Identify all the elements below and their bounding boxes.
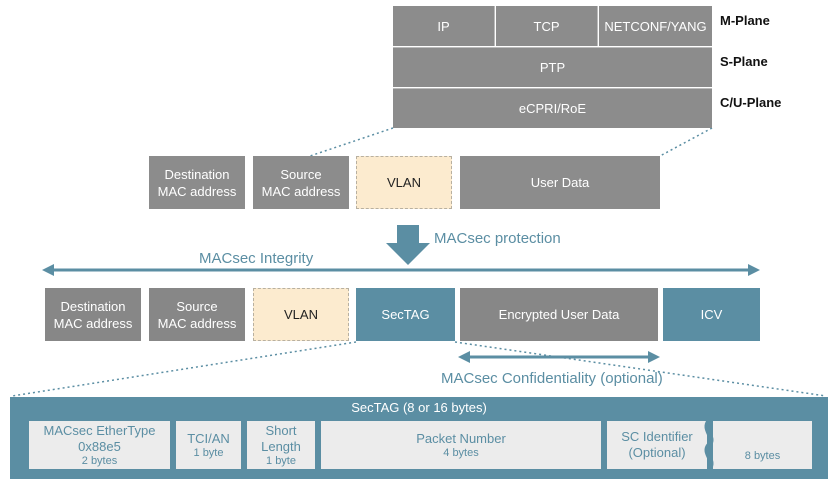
sc-identifier-name-line2: (Optional) <box>628 445 686 460</box>
sectag-field-tci-an: TCI/AN 1 byte <box>176 421 241 469</box>
plain-src-mac-line2: MAC address <box>261 183 341 199</box>
macsec-protection-label: MACsec protection <box>434 230 561 247</box>
sectag-field-short-length: Short Length 1 byte <box>247 421 315 469</box>
short-length-name-line2: Length <box>261 438 301 454</box>
plain-src-mac-box: Source MAC address <box>253 156 349 209</box>
s-plane-ptp-box: PTP <box>393 47 712 87</box>
plain-user-data-box: User Data <box>460 156 660 209</box>
m-plane-tcp-box: TCP <box>496 6 598 46</box>
macsec-icv-label: ICV <box>700 307 723 322</box>
plain-vlan-label: VLAN <box>387 175 421 190</box>
macsec-vlan-label: VLAN <box>284 307 318 322</box>
short-length-name-line1: Short <box>265 422 297 438</box>
m-plane-netconf-box: NETCONF/YANG <box>599 6 712 46</box>
s-plane-ptp-label: PTP <box>539 60 566 75</box>
dotted-line-left-lower <box>11 341 357 397</box>
plain-dest-mac-line2: MAC address <box>157 183 237 199</box>
macsec-dest-mac-line2: MAC address <box>53 315 133 331</box>
s-plane-label: S-Plane <box>720 54 768 69</box>
m-plane-tcp-label: TCP <box>533 18 560 34</box>
sectag-field-ethertype: MACsec EtherType 0x88e5 2 bytes <box>29 421 170 469</box>
ethertype-size: 2 bytes <box>81 454 118 467</box>
m-plane-label: M-Plane <box>720 13 770 28</box>
ethertype-name-line2: 0x88e5 <box>78 438 121 454</box>
sc-identifier-size: 8 bytes <box>744 450 781 462</box>
macsec-integrity-label: MACsec Integrity <box>199 250 314 267</box>
sc-identifier-name-line1: SC Identifier <box>621 429 693 444</box>
m-plane-netconf-label: NETCONF/YANG <box>604 18 707 34</box>
protection-down-arrow <box>386 225 430 265</box>
m-plane-ip-box: IP <box>393 6 495 46</box>
short-length-size: 1 byte <box>266 454 296 467</box>
plain-vlan-box: VLAN <box>356 156 452 209</box>
macsec-dest-mac-line1: Destination <box>60 298 126 314</box>
cu-plane-ecpri-box: eCPRI/RoE <box>393 88 712 128</box>
cu-plane-label: C/U-Plane <box>720 95 782 110</box>
macsec-encrypted-data-label: Encrypted User Data <box>498 307 620 322</box>
plain-dest-mac-box: Destination MAC address <box>149 156 245 209</box>
macsec-vlan-box: VLAN <box>253 288 349 341</box>
plain-src-mac-line1: Source <box>280 166 322 182</box>
sectag-field-sc-identifier: SC Identifier (Optional) <box>607 421 707 469</box>
macsec-icv-box: ICV <box>663 288 760 341</box>
m-plane-ip-label: IP <box>437 18 450 34</box>
tci-an-size: 1 byte <box>193 446 224 459</box>
ethertype-name-line1: MACsec EtherType <box>43 422 156 438</box>
macsec-confidentiality-label: MACsec Confidentiality (optional) <box>441 370 663 387</box>
cu-plane-ecpri-label: eCPRI/RoE <box>518 101 587 116</box>
macsec-encrypted-data-box: Encrypted User Data <box>460 288 658 341</box>
packet-number-size: 4 bytes <box>443 446 479 459</box>
macsec-sectag-label: SecTAG <box>381 307 430 322</box>
macsec-dest-mac-box: Destination MAC address <box>45 288 141 341</box>
packet-number-name: Packet Number <box>416 430 506 446</box>
plain-user-data-label: User Data <box>530 175 590 190</box>
macsec-src-mac-line1: Source <box>176 298 218 314</box>
macsec-src-mac-box: Source MAC address <box>149 288 245 341</box>
sectag-field-packet-number: Packet Number 4 bytes <box>321 421 601 469</box>
macsec-src-mac-line2: MAC address <box>157 315 237 331</box>
tci-an-name: TCI/AN <box>187 430 230 446</box>
sectag-field-sc-identifier-bytes: 8 bytes <box>713 421 812 469</box>
sectag-detail-title: SecTAG (8 or 16 bytes) <box>351 400 487 415</box>
confidentiality-double-arrow <box>458 351 660 363</box>
macsec-sectag-box: SecTAG <box>356 288 455 341</box>
plain-dest-mac-line1: Destination <box>164 166 230 182</box>
integrity-double-arrow <box>42 264 760 276</box>
